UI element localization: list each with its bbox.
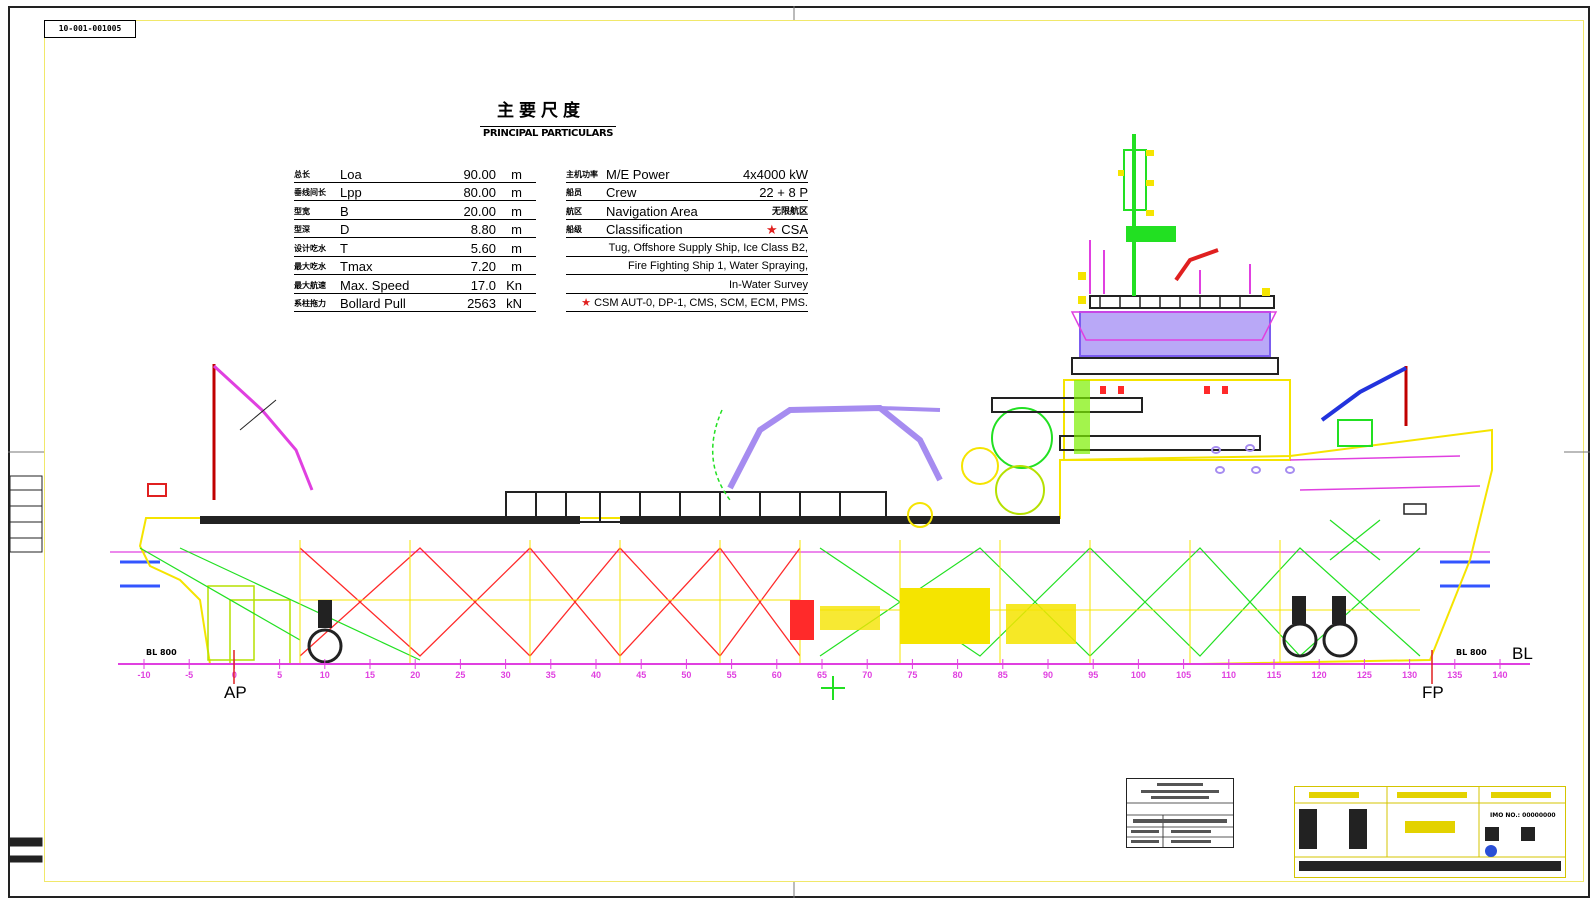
notation-line: ★ CSM AUT-0, DP-1, CMS, SCM, ECM, PMS.	[566, 294, 808, 312]
title-block	[1294, 786, 1566, 878]
drawing-number: 10-001-001005	[44, 20, 136, 38]
station-label: 20	[410, 670, 420, 680]
station-label: 55	[727, 670, 737, 680]
inner-frame	[44, 20, 1584, 882]
station-label: -5	[185, 670, 193, 680]
station-scale: -10-505101520253035404550556065707580859…	[137, 659, 1508, 680]
particulars-title-cn: 主要尺度	[497, 101, 585, 121]
station-label: 10	[320, 670, 330, 680]
station-label: 80	[953, 670, 963, 680]
station-label: 30	[501, 670, 511, 680]
left-margin-table	[9, 475, 43, 863]
notation-line: Fire Fighting Ship 1, Water Spraying,	[566, 257, 808, 275]
station-label: 40	[591, 670, 601, 680]
notation-line: In-Water Survey	[566, 275, 808, 294]
station-label: 45	[636, 670, 646, 680]
imo-number: IMO NO.: 00000000	[1490, 812, 1556, 819]
fp-marker: FP	[1422, 683, 1444, 702]
approval-stamp-graphic	[1127, 783, 1233, 847]
notation-line: Tug, Offshore Supply Ship, Ice Class B2,	[566, 238, 808, 257]
station-label: 85	[998, 670, 1008, 680]
star-icon: ★	[581, 297, 592, 309]
ap-marker: AP	[224, 683, 247, 702]
station-label: 25	[455, 670, 465, 680]
station-label: -10	[137, 670, 150, 680]
station-label: 105	[1176, 670, 1191, 680]
station-label: 5	[277, 670, 282, 680]
station-label: 130	[1402, 670, 1417, 680]
station-label: 35	[546, 670, 556, 680]
station-label: 120	[1312, 670, 1327, 680]
title-block-graphic	[1295, 787, 1565, 871]
station-label: 95	[1088, 670, 1098, 680]
station-label: 135	[1447, 670, 1462, 680]
station-label: 70	[862, 670, 872, 680]
station-label: 115	[1267, 670, 1282, 680]
approval-stamp-box	[1126, 778, 1234, 848]
station-label: 65	[817, 670, 827, 680]
star-icon: ★	[765, 222, 778, 237]
bl-label-aft: BL 800	[146, 648, 177, 657]
particulars-title-en: PRINCIPAL PARTICULARS	[480, 126, 616, 139]
station-label: 125	[1357, 670, 1372, 680]
station-label: 90	[1043, 670, 1053, 680]
station-label: 75	[907, 670, 917, 680]
station-label: 50	[681, 670, 691, 680]
station-label: 110	[1222, 670, 1237, 680]
station-label: 15	[365, 670, 375, 680]
station-label: 140	[1492, 670, 1507, 680]
station-label: 60	[772, 670, 782, 680]
bl-label-fwd: BL 800	[1456, 648, 1487, 657]
bl-marker: BL	[1512, 644, 1533, 663]
station-label: 100	[1131, 670, 1146, 680]
